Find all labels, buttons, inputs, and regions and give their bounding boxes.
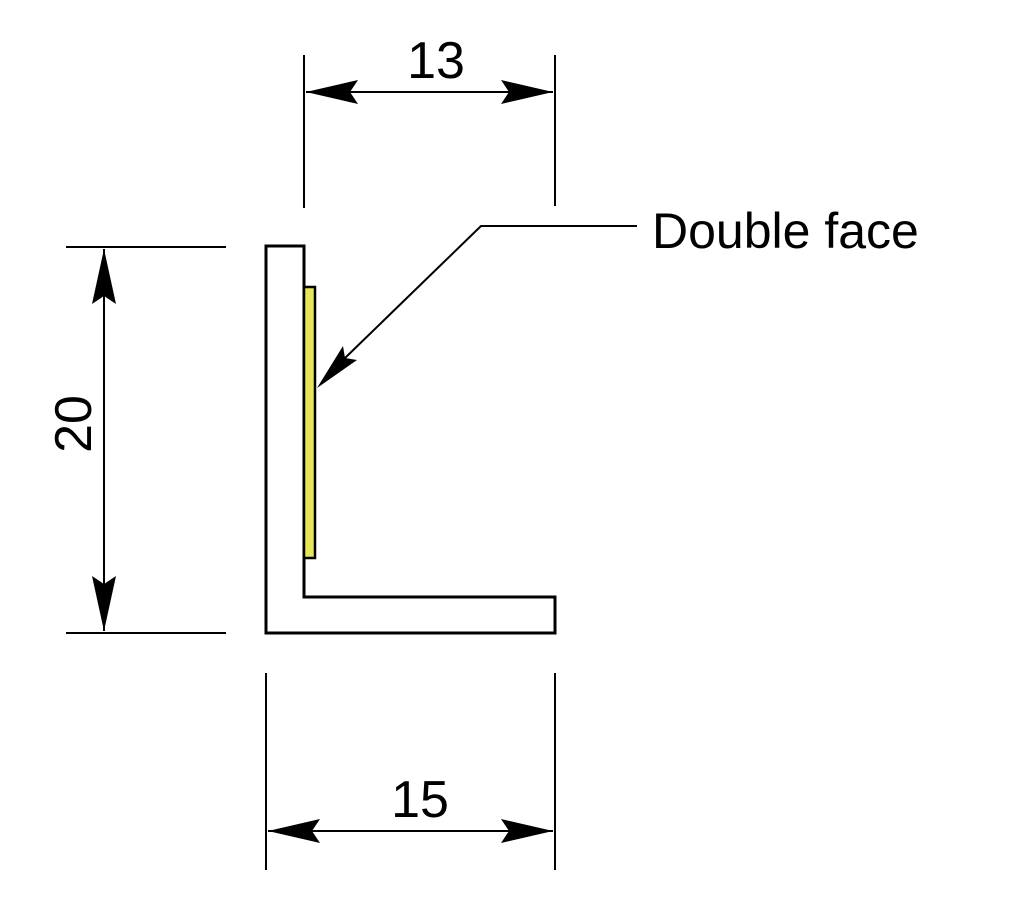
top-dimension (303, 55, 556, 208)
height-dimension-value: 20 (45, 395, 103, 453)
double-face-tape (302, 285, 317, 560)
l-profile-outline (264, 244, 557, 635)
bottom-dimension (265, 673, 556, 870)
height-arrow-top (92, 249, 116, 304)
height-dimension (66, 246, 226, 634)
leader-line (344, 225, 637, 359)
bottom-dimension-value: 15 (391, 771, 449, 829)
top-dimension-value: 13 (407, 32, 465, 90)
double-face-label: Double face (652, 203, 919, 259)
height-arrow-bottom (92, 576, 116, 631)
bottom-arrow-right (501, 819, 553, 843)
callout-leader (317, 225, 637, 388)
top-arrow-left (306, 80, 358, 104)
bottom-arrow-left (268, 819, 320, 843)
top-arrow-right (501, 80, 553, 104)
leader-arrowhead (317, 346, 357, 388)
